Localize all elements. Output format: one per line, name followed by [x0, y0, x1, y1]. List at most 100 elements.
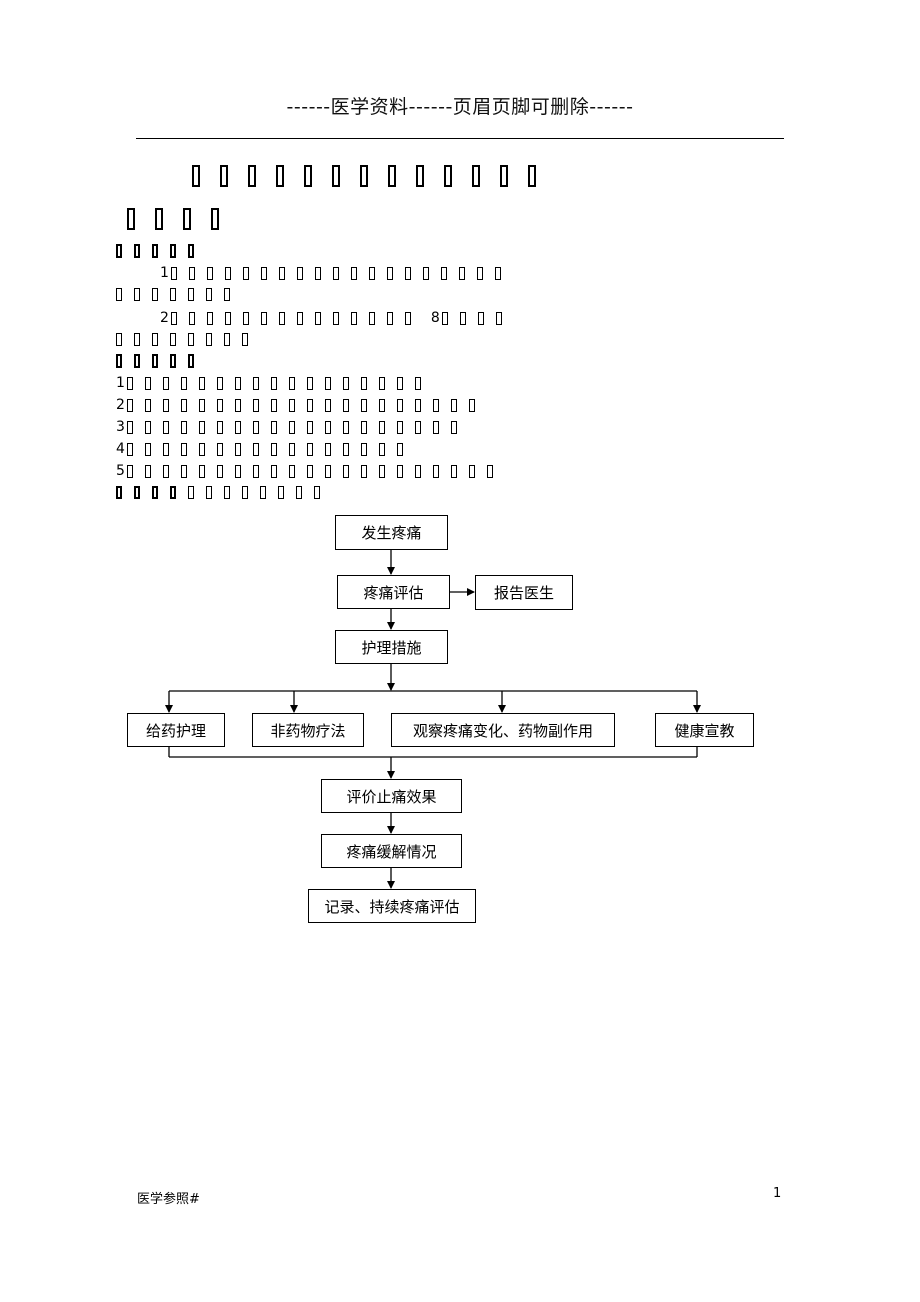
missing-glyph-box — [450, 464, 457, 478]
missing-glyph-box — [188, 486, 194, 499]
body-line: 3 — [116, 420, 469, 434]
missing-glyph-box — [276, 165, 284, 187]
missing-glyph-box — [342, 464, 349, 478]
missing-glyph-box — [162, 464, 169, 478]
missing-glyph-box — [440, 266, 447, 280]
missing-glyph-box — [242, 266, 249, 280]
missing-glyph-box — [288, 398, 295, 412]
missing-glyph-box — [386, 311, 393, 325]
missing-glyph-box — [342, 376, 349, 390]
missing-glyph-box — [180, 442, 187, 456]
flow-box-relief: 疼痛缓解情况 — [321, 834, 462, 868]
missing-glyph-box — [332, 311, 339, 325]
missing-glyph-box — [242, 311, 249, 325]
missing-glyph-box — [332, 266, 339, 280]
missing-glyph-box — [270, 442, 277, 456]
missing-glyph-box — [324, 464, 331, 478]
missing-glyph-box — [170, 354, 176, 368]
missing-glyph-box — [350, 266, 357, 280]
missing-glyph-box — [441, 311, 448, 325]
missing-glyph-box — [314, 266, 321, 280]
missing-glyph-box — [206, 266, 213, 280]
missing-glyph-box — [378, 376, 385, 390]
missing-glyph-box — [486, 464, 493, 478]
missing-glyph-box — [278, 486, 284, 499]
missing-glyph-box — [188, 244, 194, 258]
missing-glyph-box — [152, 244, 158, 258]
missing-glyph-box — [242, 333, 248, 346]
missing-glyph-box — [188, 266, 195, 280]
missing-glyph-box — [220, 165, 228, 187]
missing-glyph-box — [432, 464, 439, 478]
body-line: 4 — [116, 442, 415, 456]
missing-glyph-box — [206, 333, 212, 346]
missing-glyph-box — [134, 288, 140, 301]
missing-glyph-box — [396, 376, 403, 390]
flow-box-assess: 疼痛评估 — [337, 575, 450, 609]
missing-glyph-box — [188, 354, 194, 368]
missing-glyph-box — [378, 442, 385, 456]
missing-glyph-box — [234, 398, 241, 412]
missing-glyph-box — [306, 464, 313, 478]
missing-glyph-box — [500, 165, 508, 187]
numeral-text: 2 — [116, 397, 125, 413]
section-heading — [127, 208, 239, 230]
missing-glyph-box — [198, 442, 205, 456]
missing-glyph-box — [224, 311, 231, 325]
missing-glyph-box — [224, 288, 230, 301]
missing-glyph-box — [224, 486, 230, 499]
missing-glyph-box — [324, 398, 331, 412]
missing-glyph-box — [224, 266, 231, 280]
missing-glyph-box — [416, 165, 424, 187]
missing-glyph-box — [234, 442, 241, 456]
missing-glyph-box — [188, 311, 195, 325]
missing-glyph-box — [324, 420, 331, 434]
missing-glyph-box — [468, 464, 475, 478]
missing-glyph-box — [432, 420, 439, 434]
missing-glyph-box — [378, 464, 385, 478]
missing-glyph-box — [152, 288, 158, 301]
missing-glyph-box — [306, 442, 313, 456]
missing-glyph-box — [288, 376, 295, 390]
numeral-text: 1 — [116, 375, 125, 391]
missing-glyph-box — [360, 420, 367, 434]
missing-glyph-box — [306, 420, 313, 434]
missing-glyph-box — [206, 288, 212, 301]
missing-glyph-box — [144, 442, 151, 456]
missing-glyph-box — [270, 398, 277, 412]
missing-glyph-box — [368, 311, 375, 325]
missing-glyph-box — [342, 398, 349, 412]
body-line: 2 — [116, 398, 487, 412]
missing-glyph-box — [360, 464, 367, 478]
missing-glyph-box — [155, 208, 163, 230]
flow-box-start: 发生疼痛 — [335, 515, 448, 550]
missing-glyph-box — [134, 333, 140, 346]
missing-glyph-box — [134, 486, 140, 499]
missing-glyph-box — [450, 398, 457, 412]
missing-glyph-box — [495, 311, 502, 325]
missing-glyph-box — [134, 244, 140, 258]
body-line — [116, 354, 206, 368]
missing-glyph-box — [278, 311, 285, 325]
missing-glyph-box — [252, 442, 259, 456]
missing-glyph-box — [162, 420, 169, 434]
missing-glyph-box — [414, 398, 421, 412]
flow-box-branch-3: 观察疼痛变化、药物副作用 — [391, 713, 615, 747]
missing-glyph-box — [162, 398, 169, 412]
missing-glyph-box — [152, 333, 158, 346]
body-line — [116, 333, 260, 346]
missing-glyph-box — [180, 464, 187, 478]
missing-glyph-box — [468, 398, 475, 412]
missing-glyph-box — [324, 376, 331, 390]
flow-box-report: 报告医生 — [475, 575, 573, 610]
missing-glyph-box — [360, 398, 367, 412]
flow-box-branch-4: 健康宣教 — [655, 713, 754, 747]
numeral-text: 4 — [116, 441, 125, 457]
missing-glyph-box — [152, 354, 158, 368]
missing-glyph-box — [368, 266, 375, 280]
missing-glyph-box — [216, 420, 223, 434]
missing-glyph-box — [162, 442, 169, 456]
missing-glyph-box — [170, 333, 176, 346]
missing-glyph-box — [378, 420, 385, 434]
